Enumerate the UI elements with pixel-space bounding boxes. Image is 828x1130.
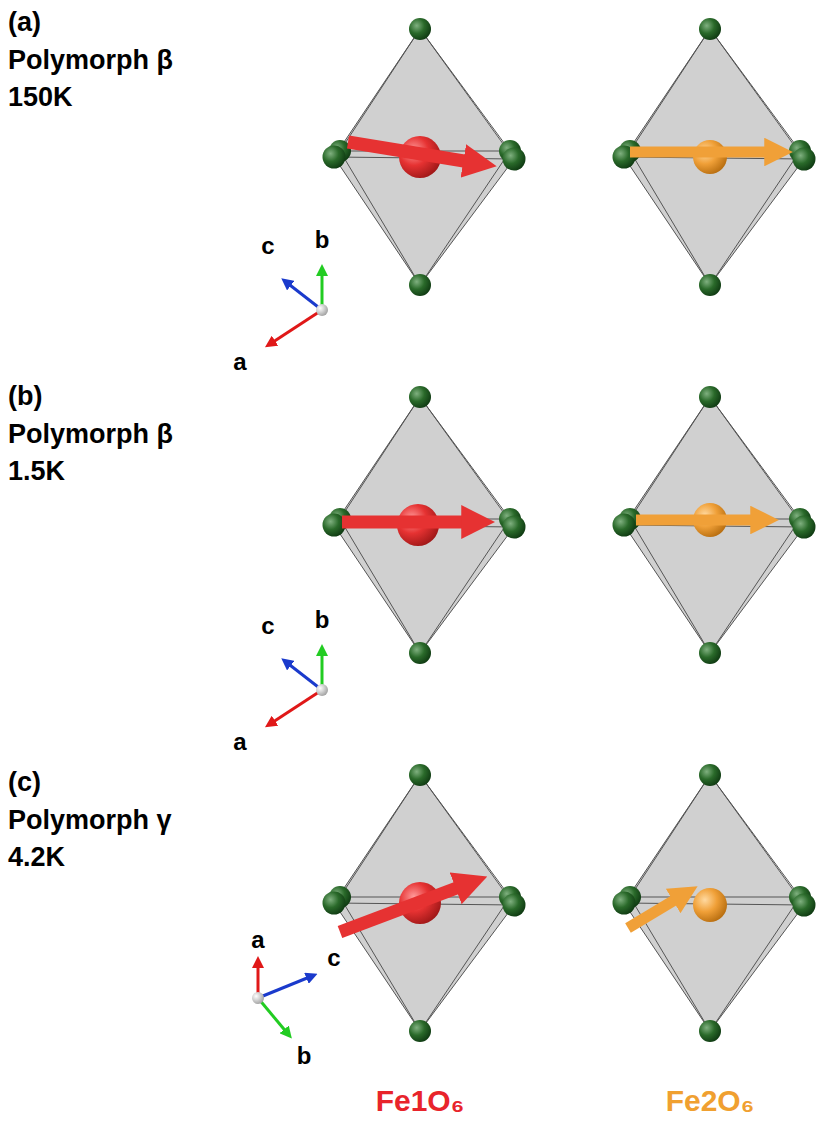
axis-label: a — [251, 927, 264, 953]
axis-label: b — [315, 227, 330, 253]
polymorph-name: Polymorph β — [8, 46, 173, 76]
axis-label: a — [233, 729, 246, 755]
temperature: 150K — [8, 83, 73, 113]
axis-label: c — [261, 613, 274, 639]
axis-label: a — [233, 349, 246, 375]
polymorph-name: Polymorph β — [8, 420, 173, 450]
axis-label: c — [261, 233, 274, 259]
axis-label: c — [327, 945, 340, 971]
axis-label: b — [297, 1043, 312, 1069]
polymorph-name: Polymorph γ — [8, 806, 172, 836]
panel-letter: (b) — [8, 382, 42, 412]
octahedron-label: Fe2O₆ — [666, 1084, 755, 1117]
panel-letter: (c) — [8, 768, 41, 798]
temperature: 1.5K — [8, 457, 65, 487]
panel-letter: (a) — [8, 8, 41, 38]
temperature: 4.2K — [8, 843, 65, 873]
axis-label: b — [315, 607, 330, 633]
octahedron-label: Fe1O₆ — [376, 1084, 465, 1117]
